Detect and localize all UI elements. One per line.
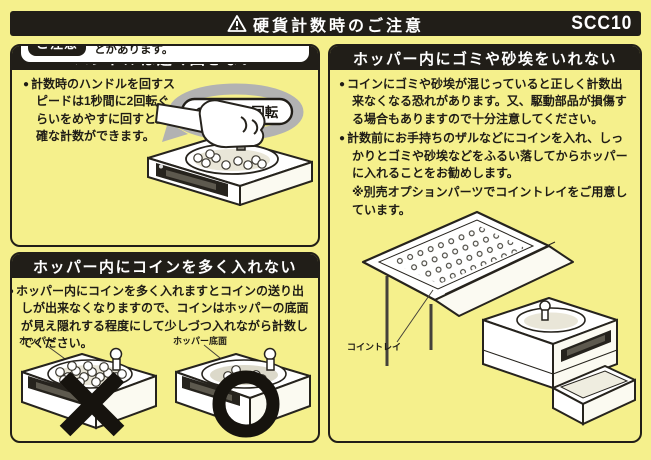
- panel-dust-title: ホッパー内にゴミや砂埃をいれない: [330, 46, 640, 70]
- panel-dust: ホッパー内にゴミや砂埃をいれない ●コインにゴミや砂埃が混じっていると正しく計数…: [328, 44, 642, 443]
- bullet-icon: ●: [339, 79, 346, 90]
- handle-illustration: 1秒間に2回転: [147, 83, 313, 206]
- dust-body-text: ●コインにゴミや砂埃が混じっていると正しく計数出来なくなる恐れがあります。又、駆…: [330, 70, 640, 219]
- coins-illustrations: ホッパー: [14, 334, 318, 441]
- panel-handle-speed: ハンドルは速く回さない ●計数時のハンドルを回すスピードは1秒間に2回転ぐらいを…: [10, 44, 320, 247]
- model-number: SCC10: [571, 13, 632, 34]
- bullet-icon: ●: [23, 79, 30, 90]
- handle-body-text: ●計数時のハンドルを回すスピードは1秒間に2回転ぐらいをめやすに回すと正確な計数…: [23, 77, 176, 144]
- display: [166, 170, 216, 190]
- output-tray: [552, 365, 636, 426]
- hopper-label: ホッパー: [19, 335, 55, 346]
- dust-paragraph-2: ●計数前にお手持ちのザルなどにコインを入れ、しっかりとゴミや砂埃などをふるい落し…: [339, 131, 628, 180]
- coins-body-text: ●ホッパー内にコインを多く入れますとコインの送り出しが出来なくなりますので、コイ…: [12, 278, 318, 353]
- bullet-icon: ●: [12, 286, 16, 297]
- panel-coin-amount: ホッパー内にコインを多く入れない ●ホッパー内にコインを多く入れますとコインの送…: [10, 252, 320, 443]
- coin-tray: [361, 210, 574, 317]
- dust-option-note: ※別売オプションパーツでコイントレイをご用意しています。: [352, 185, 628, 217]
- page-title: 硬貨計数時のご注意: [252, 17, 424, 35]
- caution-badge: ご注意: [28, 46, 87, 56]
- coin-counter-machine: [482, 297, 618, 390]
- dust-paragraph-1: ●コインにゴミや砂埃が混じっていると正しく計数出来なくなる恐れがあります。又、駆…: [339, 77, 627, 126]
- display: [567, 335, 605, 356]
- rotation-arrowhead: [162, 122, 188, 142]
- coin-tray-illustration: コイントレイ: [347, 210, 636, 426]
- bad-mark-icon: [59, 371, 125, 437]
- bullet-icon: ●: [339, 133, 346, 145]
- coin-tray-label: コイントレイ: [347, 342, 401, 352]
- coin-counter-machine: [147, 135, 313, 206]
- panel-coins-title: ホッパー内にコインを多く入れない: [12, 254, 318, 278]
- good-mark-icon: [212, 370, 280, 438]
- hopper-bottom-label: ホッパー底面: [173, 335, 227, 346]
- caution-notebox: ご注意 極端に速く回すと正しく計数できないことがあります。: [19, 44, 311, 64]
- hand: [155, 99, 266, 149]
- header-bar: 硬貨計数時のご注意 SCC10: [10, 11, 641, 36]
- caution-text: 極端に速く回すと正しく計数できないことがあります。: [94, 44, 174, 56]
- coins: [193, 149, 267, 170]
- warning-triangle-icon: [227, 15, 247, 32]
